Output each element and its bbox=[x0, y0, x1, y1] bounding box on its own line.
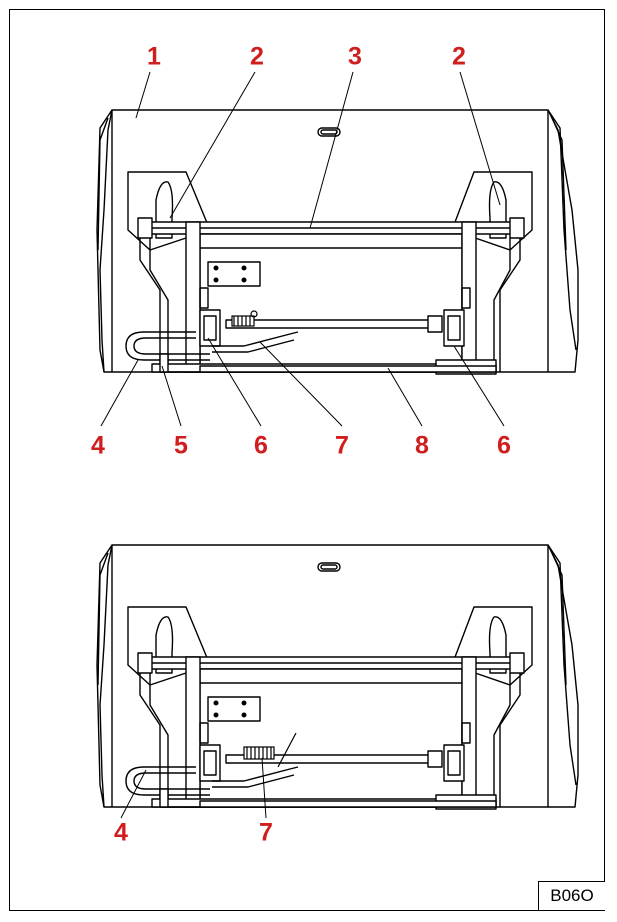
callout-top-8: 8 bbox=[415, 431, 429, 460]
view-bottom bbox=[96, 544, 579, 810]
callout-top-6: 6 bbox=[254, 431, 268, 460]
callout-top-7: 7 bbox=[335, 431, 349, 460]
callout-top-2b: 2 bbox=[452, 42, 466, 71]
callout-top-4: 4 bbox=[91, 431, 105, 460]
callout-bottom-7: 7 bbox=[259, 818, 273, 847]
callout-top-2: 2 bbox=[250, 42, 264, 71]
callout-top-5: 5 bbox=[174, 431, 188, 460]
leader-lines-top bbox=[100, 71, 505, 427]
leader-lines-bottom bbox=[120, 757, 267, 819]
callout-top-6b: 6 bbox=[497, 431, 511, 460]
view-top bbox=[96, 109, 579, 375]
callout-top-1: 1 bbox=[147, 42, 161, 71]
callout-top-3: 3 bbox=[348, 42, 362, 71]
callout-bottom-4: 4 bbox=[114, 818, 128, 847]
reference-code: B06O bbox=[538, 881, 605, 910]
